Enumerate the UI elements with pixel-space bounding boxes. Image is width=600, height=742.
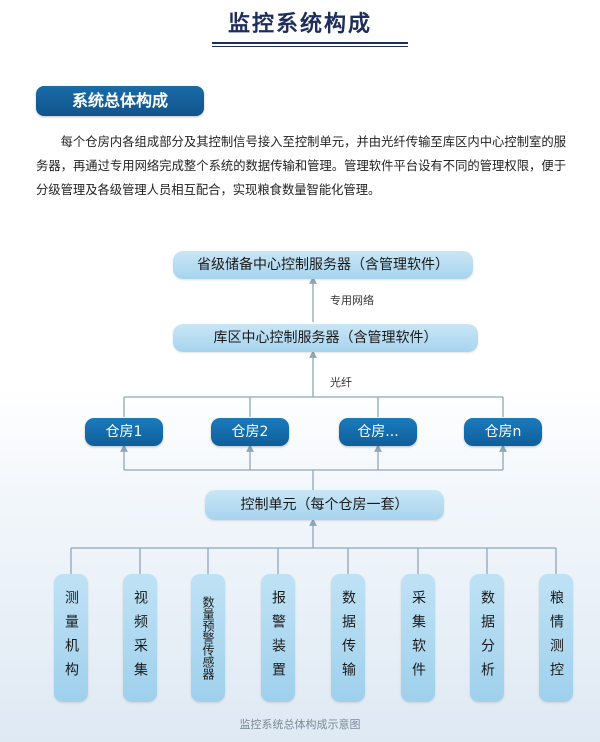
depot-server-node: 库区中心控制服务器（含管理软件） [173,324,478,352]
section-badge: 系统总体构成 [36,86,204,116]
page-title: 监控系统构成 [227,12,372,37]
title-underline [212,42,408,44]
component-node: 采集软件 [401,574,435,702]
component-node: 粮情测控 [539,574,573,702]
intro-paragraph: 每个仓房内各组成部分及其控制信号接入至控制单元，并由光纤传输至库区内中心控制室的… [36,135,566,197]
component-node: 数量预警传感器 [191,574,225,702]
component-node: 数据传输 [331,574,365,702]
figure-caption: 监控系统总体构成示意图 [239,718,361,731]
edge-label-fiber: 光纤 [330,376,352,389]
warehouse-node: 仓房2 [211,418,289,446]
provincial-server-node: 省级储备中心控制服务器（含管理软件） [173,251,473,279]
warehouse-node: 仓房1 [85,418,163,446]
edge-label-network: 专用网络 [330,294,374,307]
control-unit-node: 控制单元（每个仓房一套） [205,490,444,520]
component-node: 报警装置 [261,574,295,702]
warehouse-node: 仓房n [464,418,542,446]
warehouse-node: 仓房... [339,418,417,446]
title-underline-thin [212,46,408,47]
component-node: 视频采集 [123,574,157,702]
component-node: 数据分析 [470,574,504,702]
component-node: 测量机构 [54,574,88,702]
